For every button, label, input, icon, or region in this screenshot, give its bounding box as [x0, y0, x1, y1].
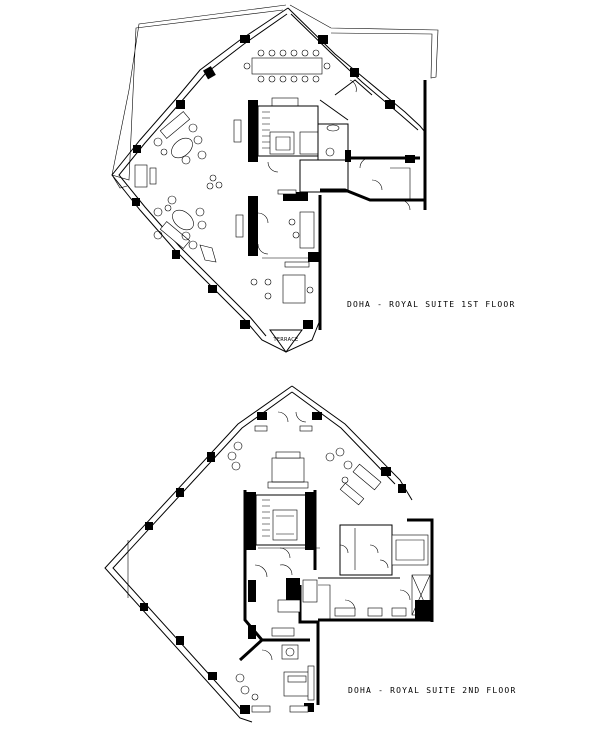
first-floor-plan: TERRACE	[111, 4, 439, 353]
second-floor-plan	[104, 385, 434, 723]
second-floor-caption: DOHA - ROYAL SUITE 2ND FLOOR	[348, 686, 517, 695]
first-floor-caption: DOHA - ROYAL SUITE 1ST FLOOR	[347, 300, 516, 309]
terrace-label: TERRACE	[272, 337, 298, 343]
svg-text:TERRACE: TERRACE	[272, 337, 298, 343]
